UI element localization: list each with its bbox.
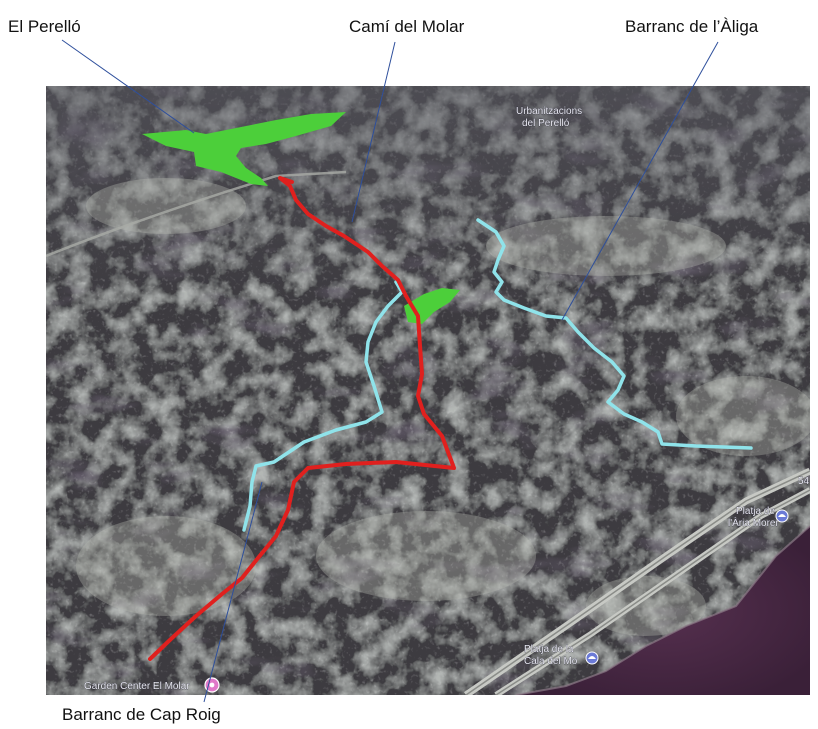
pink-pin-icon[interactable] <box>204 677 220 693</box>
map-label-top-1: Urbanitzacions <box>516 106 582 117</box>
stream-barranc-de-laliga <box>476 218 753 450</box>
area-el-perello <box>142 112 346 186</box>
coastline <box>515 525 810 695</box>
stream-barranc-de-cap-roig <box>242 280 404 532</box>
map-label-top-2: del Perelló <box>522 118 570 129</box>
label-el-perello: El Perelló <box>8 17 81 36</box>
beach-umbrella-icon[interactable] <box>775 509 789 523</box>
highway <box>464 467 810 695</box>
barranc-streams <box>242 218 753 532</box>
map-label-platja-1: Platja de <box>736 506 775 517</box>
beach-umbrella-icon[interactable] <box>585 651 599 665</box>
map-label-garden-center: Garden Center El Molar <box>84 681 190 692</box>
map-canvas[interactable]: Urbanitzacions del Perelló Platja de l'À… <box>46 86 810 695</box>
label-barranc-de-laliga: Barranc de l’Àliga <box>625 17 759 36</box>
label-barranc-de-cap-roig: Barranc de Cap Roig <box>62 705 221 724</box>
map-label-edge: 54 <box>798 476 810 487</box>
map-label-platja-2: l'Ària Morer <box>728 516 779 529</box>
label-cami-del-molar: Camí del Molar <box>349 17 465 36</box>
sea <box>516 526 810 695</box>
map-label-platja-bottom-1: Platja de la <box>524 644 574 655</box>
map-label-platja-bottom-2: Cala del Mo <box>524 656 578 667</box>
satellite-map[interactable]: Urbanitzacions del Perelló Platja de l'À… <box>46 86 810 695</box>
